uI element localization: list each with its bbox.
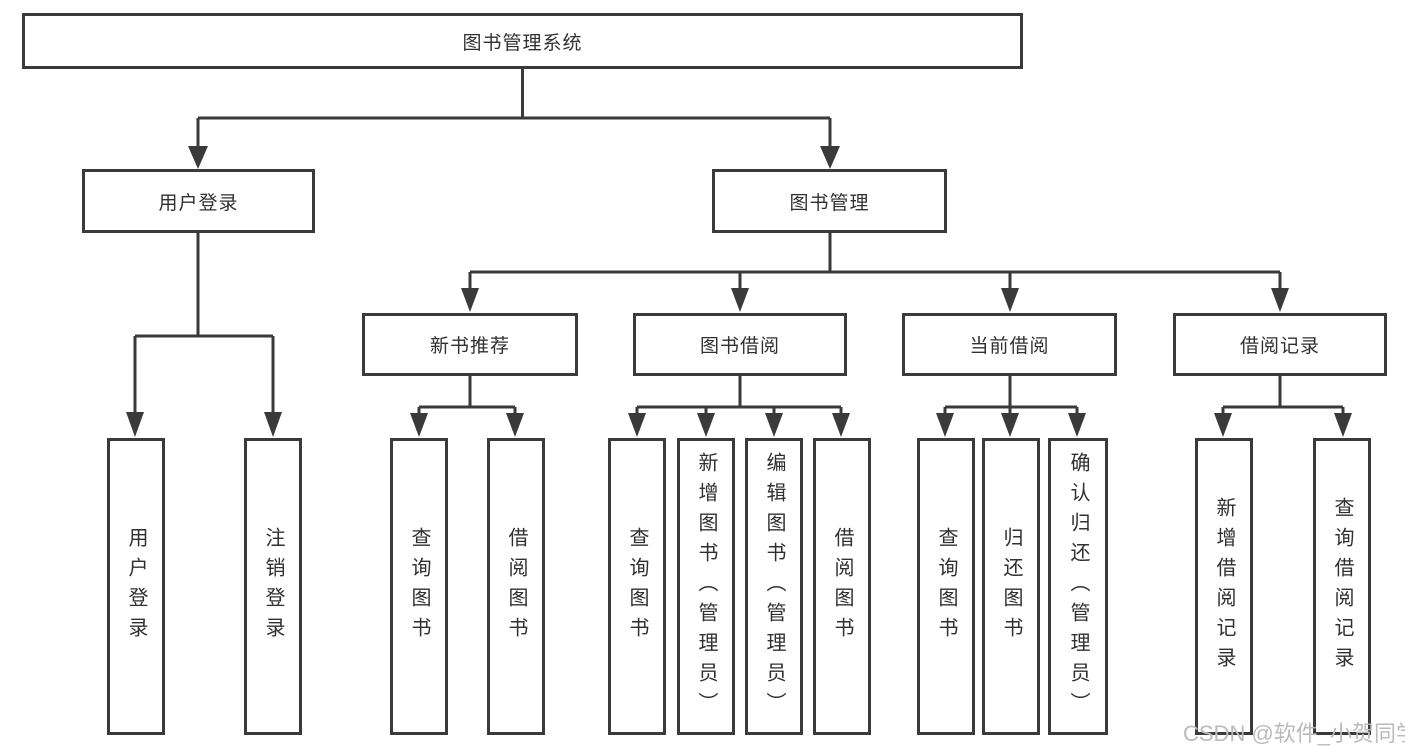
csdn-watermark: CSDN @软件_小贺同学 [1183, 721, 1405, 746]
node-library-management-system: 图书管理系统 [22, 13, 1023, 69]
leaf-label: 查询图书 [626, 526, 648, 647]
leaf-label: 查询图书 [935, 526, 957, 647]
node-book-management: 图书管理 [712, 169, 947, 233]
leaf-label: 查询借阅记录 [1331, 496, 1353, 677]
leaf-label: 归还图书 [1000, 526, 1022, 647]
leaf-user-login: 用户登录 [107, 438, 165, 735]
leaf-return-books: 归还图书 [982, 438, 1040, 735]
leaf-edit-books-admin: 编辑图书（管理员） [745, 438, 803, 735]
leaf-query-books: 查询图书 [390, 438, 448, 735]
leaf-add-borrow-record: 新增借阅记录 [1195, 438, 1253, 735]
leaf-borrow-books: 借阅图书 [487, 438, 545, 735]
node-book-borrowing: 图书借阅 [633, 313, 847, 376]
leaf-label: 编辑图书（管理员） [763, 451, 785, 722]
node-user-login: 用户登录 [82, 169, 315, 233]
leaf-label: 确认归还（管理员） [1067, 451, 1089, 722]
leaf-query-books: 查询图书 [608, 438, 666, 735]
leaf-confirm-return-admin: 确认归还（管理员） [1048, 438, 1108, 735]
leaf-label: 用户登录 [125, 526, 147, 647]
leaf-label: 查询图书 [408, 526, 430, 647]
leaf-label: 注销登录 [262, 526, 284, 647]
leaf-label: 新增借阅记录 [1213, 496, 1235, 677]
leaf-add-books-admin: 新增图书（管理员） [677, 438, 735, 735]
leaf-query-books: 查询图书 [917, 438, 975, 735]
leaf-query-borrow-record: 查询借阅记录 [1313, 438, 1371, 735]
leaf-borrow-books: 借阅图书 [813, 438, 871, 735]
node-current-borrowing: 当前借阅 [902, 313, 1117, 376]
leaf-label: 新增图书（管理员） [695, 451, 717, 722]
leaf-logout: 注销登录 [244, 438, 302, 735]
node-borrowing-records: 借阅记录 [1173, 313, 1387, 376]
node-new-book-recommendation: 新书推荐 [362, 313, 578, 376]
leaf-label: 借阅图书 [831, 526, 853, 647]
leaf-label: 借阅图书 [505, 526, 527, 647]
